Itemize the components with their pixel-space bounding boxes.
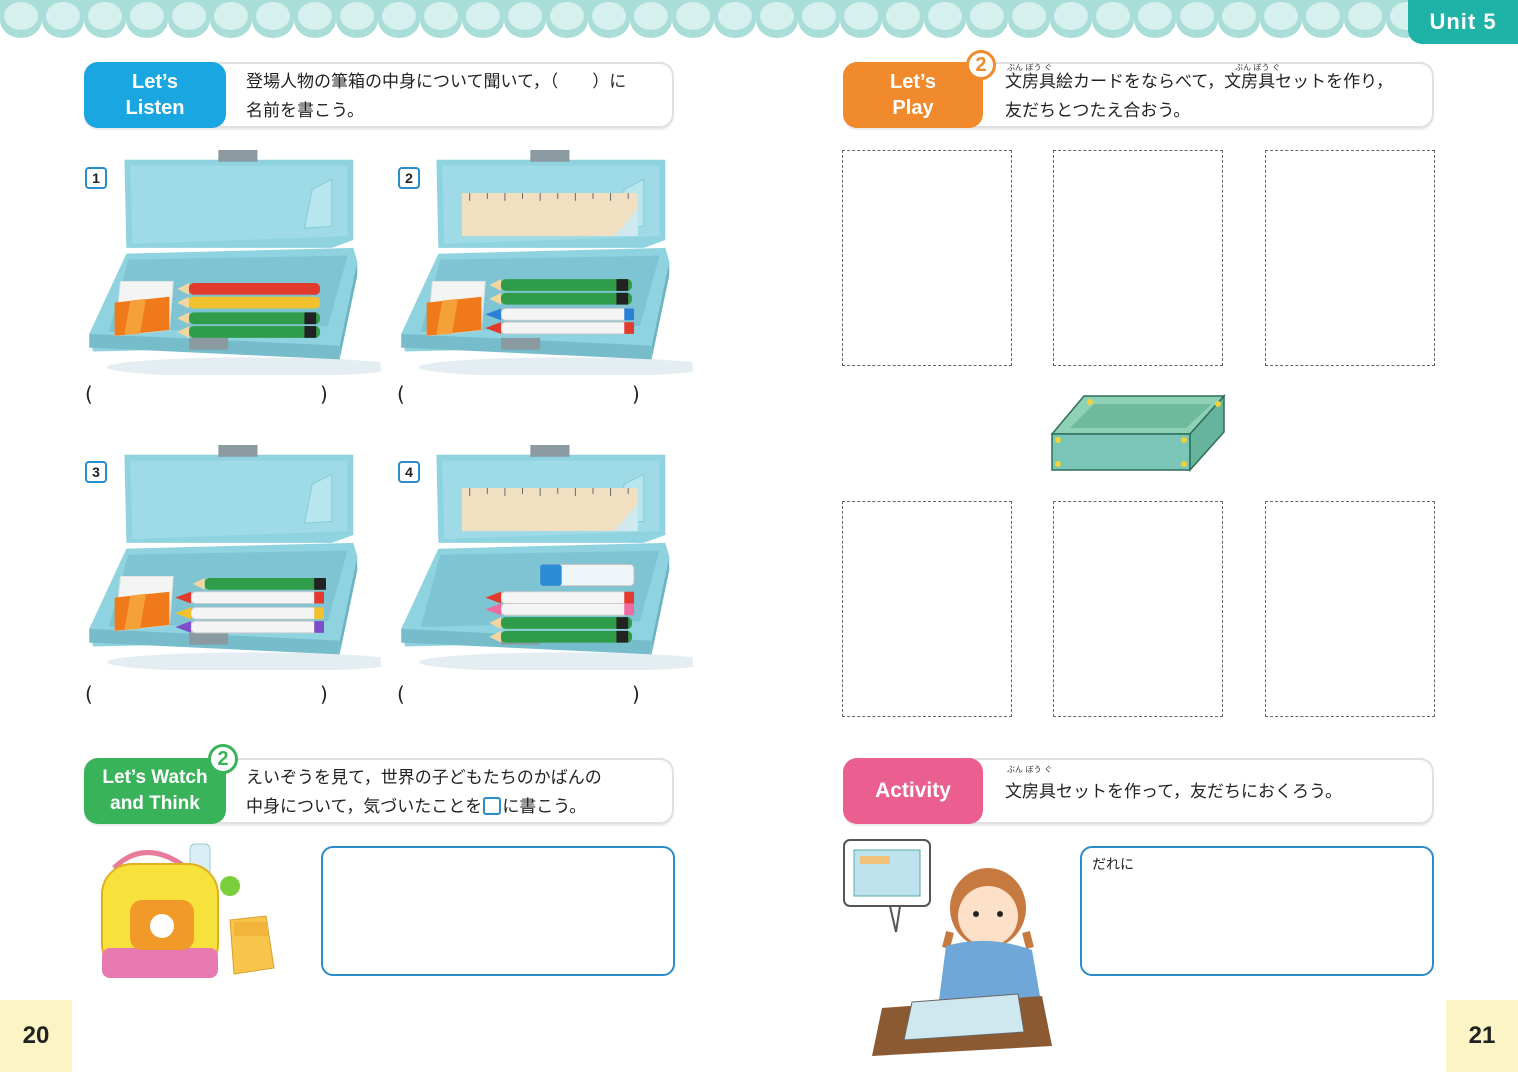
badge-line: and Think (110, 793, 200, 814)
instruction-line: 友だちとつたえ合おう。 (1005, 101, 1191, 121)
recipient-label: だれに (1092, 857, 1134, 873)
instruction-line: えいぞうを見て，世界の子どもたちのかばんの (246, 768, 602, 788)
card-slot[interactable] (1053, 150, 1223, 366)
answer-paren-open: ( (85, 382, 93, 406)
pencil-case-4-illustration (396, 445, 696, 670)
ruby-reading: ぶん ぼう ぐ (1007, 765, 1053, 774)
page-number-right: 21 (1446, 1000, 1518, 1072)
scalloped-header-border (0, 0, 1518, 40)
card-slot[interactable] (842, 501, 1012, 717)
activity-instruction-bar: Activity ぶん ぼう ぐ 文房具セットを作って，友だちにおくろう。 (843, 758, 1434, 824)
badge-line: Let’s (890, 71, 936, 93)
listen-instruction-bar: Let’s Listen 登場人物の筆箱の中身について聞いて，（ ）に 名前を書… (84, 62, 674, 128)
instruction-line: 登場人物の筆箱の中身について聞いて，（ ）に (246, 72, 627, 92)
answer-paren-close: ) (320, 682, 328, 706)
answer-paren-close: ) (320, 382, 328, 406)
answer-paren-open: ( (85, 682, 93, 706)
instruction-fragment: に書こう。 (502, 797, 587, 817)
backpack-illustration (101, 843, 275, 978)
instruction-line: 中身について，気づいたことをに書こう。 (246, 793, 602, 822)
pencil-case-3-illustration (84, 445, 384, 670)
card-slot[interactable] (1265, 150, 1435, 366)
activity-badge: Activity (843, 758, 983, 824)
badge-line: Let’s Watch (102, 767, 208, 788)
notes-writing-box[interactable] (321, 846, 675, 976)
case-number-4: 4 (398, 461, 420, 483)
case-number-1: 1 (85, 167, 107, 189)
play-activity-number: 2 (966, 50, 996, 80)
answer-paren-open: ( (397, 382, 405, 406)
answer-paren-close: ) (632, 682, 640, 706)
case-number-3: 3 (85, 461, 107, 483)
activity-instruction-text: 文房具セットを作って，友だちにおくろう。 (1005, 782, 1342, 802)
instruction-line: 文房具絵カードをならべて，文房具セットを作り， (1005, 72, 1393, 92)
stationery-tray-illustration (1050, 394, 1226, 472)
unit-label: Unit 5 (1408, 0, 1518, 44)
play-instruction-text: 文房具絵カードをならべて，文房具セットを作り， 友だちとつたえ合おう。 (1005, 68, 1393, 126)
listen-instruction-text: 登場人物の筆箱の中身について聞いて，（ ）に 名前を書こう。 (246, 68, 626, 126)
watch-instruction-text: えいぞうを見て，世界の子どもたちのかばんの 中身について，気づいたことをに書こう… (246, 764, 602, 822)
pencil-case-1-illustration (84, 150, 384, 375)
ruby-reading: ぶん ぼう ぐ (1007, 63, 1053, 72)
instruction-line: 名前を書こう。 (246, 101, 364, 121)
watch-instruction-bar: Let’s Watch and Think えいぞうを見て，世界の子どもたちのか… (84, 758, 674, 824)
girl-sending-box-illustration (843, 839, 1052, 1056)
lets-play-badge: Let’s Play (843, 62, 983, 128)
card-slot[interactable] (1053, 501, 1223, 717)
recipient-writing-box[interactable]: だれに (1080, 846, 1434, 976)
case-number-2: 2 (398, 167, 420, 189)
badge-line: Listen (125, 97, 185, 119)
card-slot[interactable] (842, 150, 1012, 366)
ruby-reading: ぶん ぼう ぐ (1235, 63, 1281, 72)
answer-paren-close: ) (632, 382, 640, 406)
lets-listen-badge: Let’s Listen (84, 62, 226, 128)
pencil-case-2-illustration (396, 150, 696, 375)
badge-line: Play (892, 97, 934, 119)
play-instruction-bar: Let’s Play ぶん ぼう ぐ ぶん ぼう ぐ 文房具絵カードをならべて，… (843, 62, 1434, 128)
badge-line: Let’s (132, 71, 178, 93)
blue-box-icon (483, 797, 502, 815)
instruction-fragment: 中身について，気づいたことを (246, 797, 483, 817)
answer-paren-open: ( (397, 682, 405, 706)
page-number-left: 20 (0, 1000, 72, 1072)
watch-activity-number: 2 (208, 744, 238, 774)
card-slot[interactable] (1265, 501, 1435, 717)
lets-watch-badge: Let’s Watch and Think (84, 758, 226, 824)
